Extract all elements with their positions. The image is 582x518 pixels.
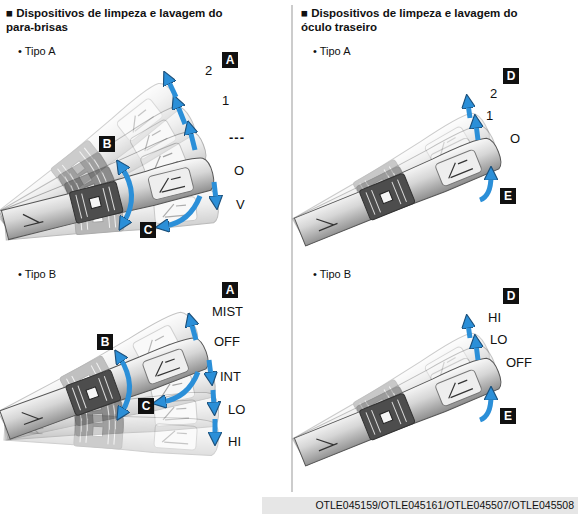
position-label: 2 — [205, 63, 212, 78]
callout-letter: E — [504, 190, 512, 202]
callout-box: D — [503, 68, 519, 84]
wiper-stalk — [0, 154, 216, 241]
callout-box: A — [222, 282, 238, 298]
callout-box: D — [503, 288, 519, 304]
position-label: LO — [490, 332, 507, 347]
callout-box: C — [140, 222, 156, 238]
callout-box: E — [500, 188, 516, 204]
position-label: 1 — [222, 93, 229, 108]
twist-arrow — [480, 396, 491, 420]
callout-box: A — [222, 52, 238, 68]
rotate-arrow — [122, 168, 132, 222]
position-label: --- — [229, 130, 245, 145]
callout-letter: E — [504, 410, 512, 422]
callout-letter: C — [144, 224, 153, 236]
move-arrow — [214, 182, 216, 200]
callout-box: E — [500, 408, 516, 424]
position-label: HI — [488, 310, 501, 325]
move-arrow — [213, 419, 218, 436]
move-arrow — [209, 360, 211, 376]
callout-box: C — [138, 398, 154, 414]
position-label: OFF — [506, 355, 532, 370]
move-arrow — [191, 322, 196, 340]
move-arrow — [476, 124, 478, 140]
move-arrow — [190, 130, 195, 150]
variant-label: • Tipo A — [313, 45, 351, 57]
variant-label: • Tipo B — [313, 268, 351, 280]
callout-letter: D — [507, 70, 516, 82]
wiper-stalk — [293, 354, 505, 468]
callout-box: B — [99, 136, 115, 152]
move-arrow — [168, 80, 176, 97]
twist-arrow — [480, 176, 491, 200]
rotate-arrow — [120, 358, 130, 412]
callout-letter: A — [226, 54, 235, 66]
callout-letter: A — [226, 284, 235, 296]
position-label: MIST — [212, 304, 243, 319]
callout-letter: D — [507, 290, 516, 302]
section-heading: ■ Dispositivos de limpeza e lavagem do ó… — [301, 6, 527, 34]
pull-arrow — [162, 372, 198, 402]
position-label: O — [234, 163, 244, 178]
position-label: INT — [220, 369, 241, 384]
position-label: V — [236, 197, 245, 212]
callout-letter: B — [103, 138, 112, 150]
wiper-stalk — [293, 134, 505, 248]
pull-arrow — [165, 196, 200, 226]
position-label: HI — [228, 434, 241, 449]
panel-divider — [292, 5, 293, 492]
wiper-stalk — [0, 334, 212, 441]
move-arrow — [213, 390, 214, 406]
move-arrow — [476, 344, 478, 360]
callout-box: B — [97, 334, 113, 350]
position-label: OFF — [214, 334, 240, 349]
position-label: O — [510, 131, 520, 146]
figure-code: OTLE045159/OTLE045161/OTLE045507/OTLE045… — [262, 497, 578, 514]
variant-label: • Tipo B — [18, 268, 56, 280]
position-label: 2 — [490, 86, 497, 101]
move-arrow — [468, 104, 470, 118]
section-heading: ■ Dispositivos de limpeza e lavagem do p… — [6, 6, 232, 34]
move-arrow — [177, 104, 185, 124]
callout-letter: C — [142, 400, 151, 412]
variant-label: • Tipo A — [18, 45, 56, 57]
position-label: 1 — [486, 108, 493, 123]
callout-letter: B — [101, 336, 110, 348]
position-label: LO — [228, 402, 245, 417]
move-arrow — [468, 324, 470, 338]
